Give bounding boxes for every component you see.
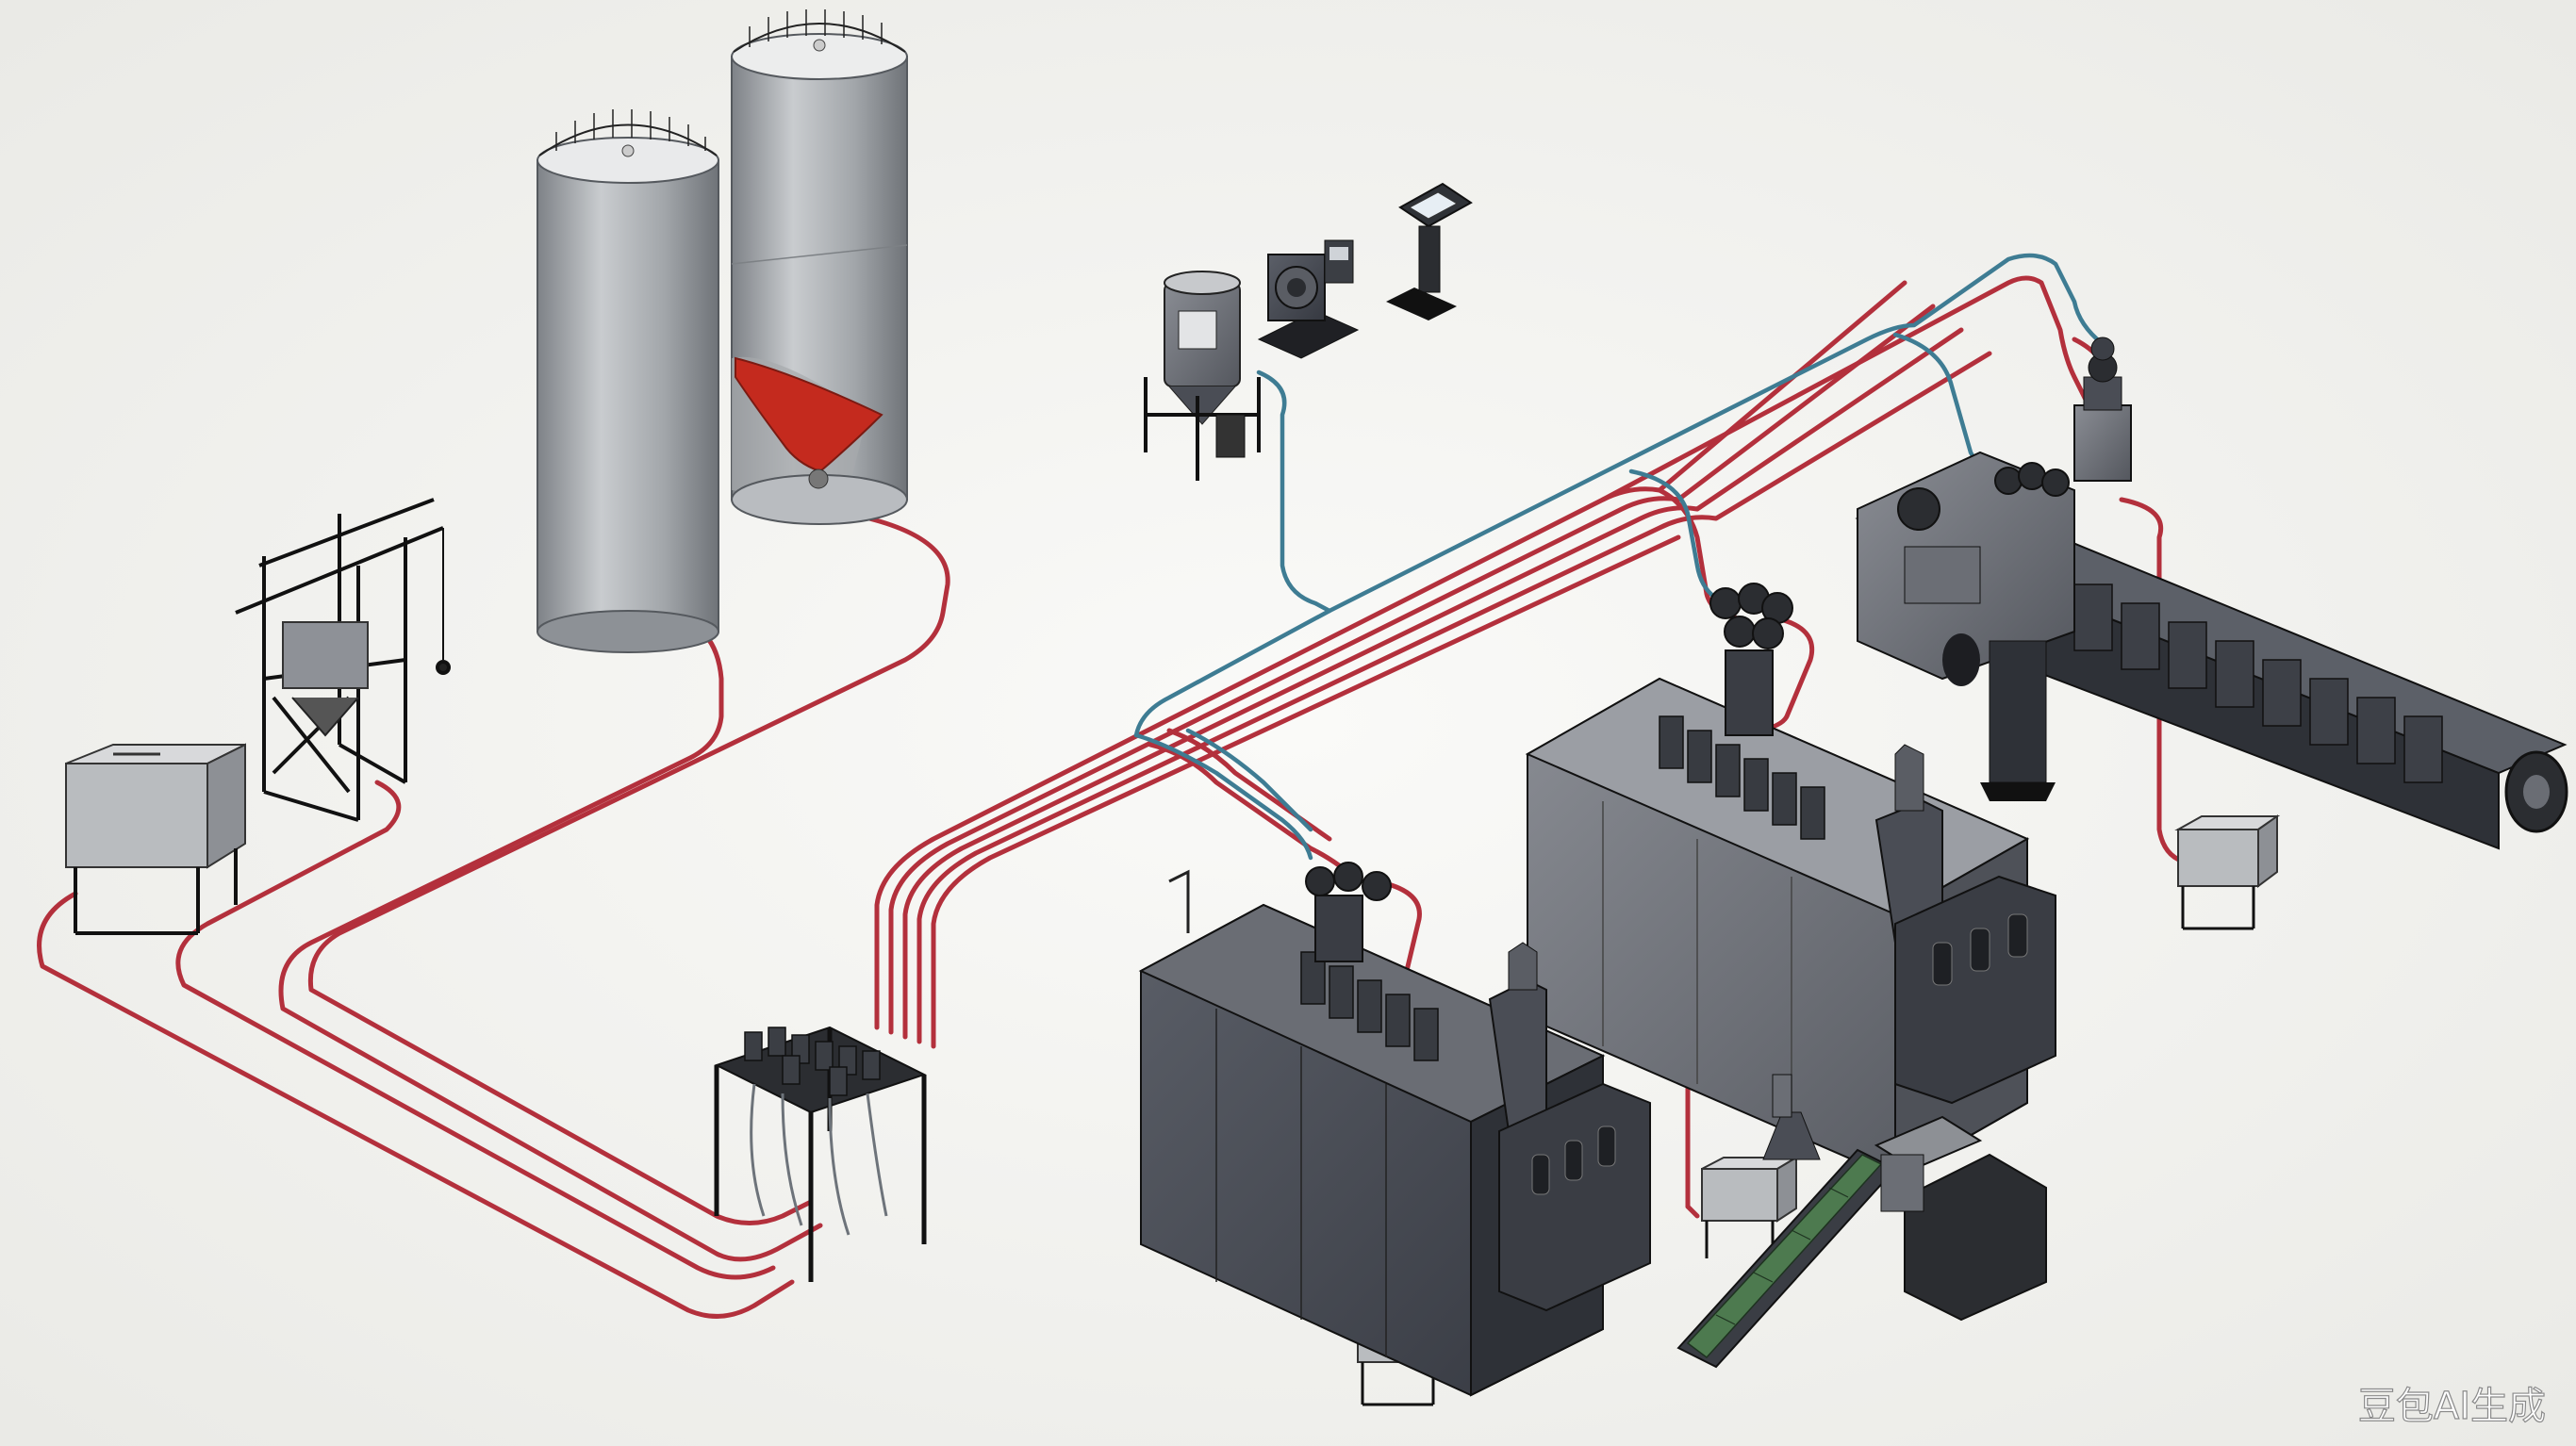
bulk-bag-unloader-icon <box>235 498 451 822</box>
silo-vent <box>813 39 826 52</box>
dryer-box-left <box>65 743 246 935</box>
injection-molding-machine-1 <box>1138 862 1651 1397</box>
silo-roof <box>537 137 719 184</box>
silo-bottom <box>537 610 719 653</box>
red-pipe <box>1166 728 1332 842</box>
red-pipe <box>278 612 823 1262</box>
silo-railing <box>733 23 906 53</box>
silo-railing-posts <box>555 109 706 151</box>
red-pipe <box>175 780 776 1280</box>
silo-seam <box>731 244 908 265</box>
blue-pipe <box>1185 728 1313 832</box>
red-pipe <box>916 351 1992 1044</box>
silo-2 <box>731 9 908 525</box>
red-pipe <box>2119 497 2190 865</box>
silo-railing <box>538 123 718 156</box>
red-pipe <box>931 534 1681 1049</box>
dryer-box-right <box>2174 814 2281 930</box>
dryer-box-icon <box>2177 829 2259 887</box>
red-pipe <box>307 506 950 1225</box>
dryer-box-icon <box>1701 1168 1778 1222</box>
blue-pipe-network <box>1133 253 2105 861</box>
blue-pipe <box>1327 253 2105 614</box>
blue-pipe <box>1133 732 1313 861</box>
blue-pipe <box>1256 370 1332 614</box>
silo-body <box>537 159 719 633</box>
extruder-icon <box>1855 337 2568 850</box>
hopper-loader-icon <box>1144 271 1261 481</box>
vacuum-pump-icon <box>1257 239 1360 359</box>
watermark: 豆包AI生成 <box>2358 1385 2546 1428</box>
red-pipe <box>37 891 795 1319</box>
dryer-box-center <box>1701 1156 1800 1258</box>
extruder-loaders <box>1994 462 2070 497</box>
blue-pipe <box>1133 608 1332 738</box>
silo-railing-posts <box>749 9 883 47</box>
silo-1 <box>537 109 719 653</box>
silo-vent <box>621 144 635 157</box>
red-pipe <box>888 304 1936 1035</box>
machine-2-loaders <box>1709 583 1793 736</box>
dryer-box-icon <box>65 763 208 868</box>
red-pipe <box>874 280 1907 1030</box>
silo-outlet <box>808 468 829 489</box>
distribution-manifold-icon <box>714 1026 927 1282</box>
control-panel-icon <box>1386 182 1473 320</box>
red-pipe <box>1685 1204 1700 1219</box>
blue-pipe <box>1628 468 1728 606</box>
silo-red-material <box>735 356 883 473</box>
granulator-icon <box>1676 1074 2047 1369</box>
red-pipe <box>1600 275 2115 502</box>
injection-molding-machine-2 <box>1525 583 2056 1180</box>
silo-roof <box>731 33 908 80</box>
machine-1-loaders <box>1305 862 1392 962</box>
extruder-hopper <box>2073 337 2132 482</box>
